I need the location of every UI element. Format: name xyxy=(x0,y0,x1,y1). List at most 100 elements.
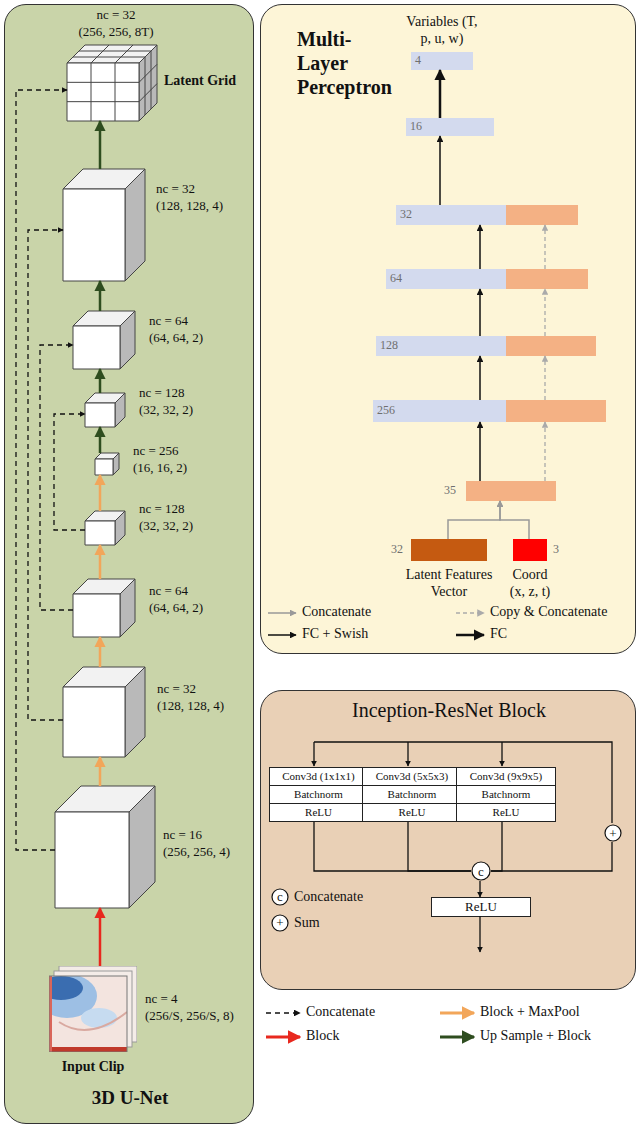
operator-circle: + xyxy=(604,824,622,842)
cube-label: Latent Grid xyxy=(164,73,236,90)
arrow-connector xyxy=(99,475,102,511)
bar-part xyxy=(386,269,506,289)
layer-name: ReLU xyxy=(465,899,497,915)
dashed-connector xyxy=(544,225,545,269)
layer-name: ReLU xyxy=(363,804,461,821)
layer-bar: 35 xyxy=(466,481,556,501)
cube-figure xyxy=(73,579,135,637)
flow-snapshots xyxy=(49,966,137,1052)
cube-figure xyxy=(95,453,119,475)
dashed-connector xyxy=(28,230,63,720)
arrow-connector xyxy=(491,822,502,871)
conv-block: Conv3d (5x5x3)BatchnormReLU xyxy=(362,767,462,822)
cube-label: (256, 256, 8T) xyxy=(57,24,175,40)
cube-figure xyxy=(55,786,155,908)
layer-bar: 32 xyxy=(396,205,578,225)
feature-cube: nc = 64(64, 64, 2) xyxy=(73,579,135,637)
legend-text: Concatenate xyxy=(302,604,371,621)
dashed-connector xyxy=(40,345,73,610)
cube-label: (256, 256, 4) xyxy=(163,844,230,860)
layer-size: 64 xyxy=(390,271,402,285)
feature-cube: nc = 256(16, 16, 2) xyxy=(95,453,119,475)
layer-size: 16 xyxy=(410,119,422,133)
legend-text: Copy & Concatenate xyxy=(490,604,607,621)
cube-figure xyxy=(63,667,145,757)
layer-size: Variables (T, p, u, w) xyxy=(406,14,478,48)
cube-label: nc = 32 xyxy=(67,7,165,23)
bus-arrow xyxy=(407,742,408,766)
layer-name: Batchnorm xyxy=(457,786,555,804)
cube-label: (16, 16, 2) xyxy=(133,460,187,476)
layer-size: 256 xyxy=(377,403,395,417)
legend-text: Up Sample + Block xyxy=(480,1028,591,1045)
arrow-connector xyxy=(491,842,612,871)
layer-size: 4 xyxy=(415,53,421,67)
input-vector: 32Latent Features Vector xyxy=(411,539,487,561)
arrow-connector xyxy=(479,225,481,269)
legend-circle xyxy=(272,889,288,905)
cube-label: nc = 64 xyxy=(149,313,188,329)
edge-layer xyxy=(16,70,612,966)
arrow-connector xyxy=(99,369,102,393)
cube-label: (64, 64, 2) xyxy=(149,330,203,346)
bar-part xyxy=(506,269,588,289)
layer-name: Batchnorm xyxy=(363,786,461,804)
bar-part xyxy=(506,400,606,422)
input-clip: nc = 4(256/S, 256/S, 8)Input Clip xyxy=(49,966,137,1052)
layer-name: Conv3d (9x9x5) xyxy=(457,768,555,786)
legend-circle xyxy=(272,915,288,931)
legend-symbol: c xyxy=(272,889,288,905)
conv-block: Conv3d (1x1x1)BatchnormReLU xyxy=(269,767,368,822)
cube-label: (128, 128, 4) xyxy=(156,198,223,214)
arrow-connector xyxy=(99,427,102,453)
legend-text: FC xyxy=(490,626,507,643)
cube-label: nc = 64 xyxy=(149,583,188,599)
layer-bar: 256 xyxy=(373,400,606,422)
layer-name: ReLU xyxy=(457,804,555,821)
feature-cube: nc = 16(256, 256, 4) xyxy=(55,786,155,908)
layer-size: 35 xyxy=(444,483,456,497)
legend-sample xyxy=(266,1036,300,1039)
arrow-connector xyxy=(479,289,481,336)
legend-sample xyxy=(268,612,296,614)
legend-symbol: + xyxy=(272,915,288,931)
operator-symbol: c xyxy=(478,865,484,878)
legend-sample xyxy=(440,1036,474,1039)
dashed-connector xyxy=(544,289,545,336)
arrow-connector xyxy=(314,822,471,871)
decoration xyxy=(266,613,612,1037)
layer-name: Conv3d (5x5x3) xyxy=(363,768,461,786)
legend-text: Sum xyxy=(294,915,320,932)
legend-text: Block + MaxPool xyxy=(480,1004,580,1021)
dashed-connector xyxy=(544,422,545,481)
bar-part xyxy=(396,205,506,225)
legend-sample xyxy=(456,634,484,637)
arrow-connector xyxy=(99,757,102,786)
bar-part xyxy=(466,481,556,501)
layer-bar: 16 xyxy=(406,118,494,136)
panel-title: Multi-Layer Perceptron xyxy=(297,27,397,99)
bus-arrow xyxy=(501,742,502,766)
conv-block: Conv3d (9x9x5)BatchnormReLU xyxy=(456,767,556,822)
cube-label: nc = 256 xyxy=(133,443,179,459)
arrow-connector xyxy=(479,422,481,481)
layer-bar: Variables (T, p, u, w)4 xyxy=(411,52,473,70)
operator-symbol: + xyxy=(609,827,616,840)
layer-name: Batchnorm xyxy=(270,786,367,804)
arrow-connector xyxy=(448,501,500,539)
cube-figure xyxy=(85,511,125,545)
layer-bar: 64 xyxy=(386,269,588,289)
panel-title: Inception-ResNet Block xyxy=(261,698,637,722)
feature-cube: nc = 128(32, 32, 2) xyxy=(85,511,125,545)
cube-figure xyxy=(63,169,145,281)
cube-label: (32, 32, 2) xyxy=(139,518,193,534)
input-label: 32 xyxy=(391,542,403,556)
legend-text: Concatenate xyxy=(306,1004,375,1021)
bar-part xyxy=(506,336,596,356)
cube-label: nc = 16 xyxy=(163,827,202,843)
cube-label: (32, 32, 2) xyxy=(139,402,193,418)
bus-arrow xyxy=(313,742,314,766)
legend-text: Concatenate xyxy=(294,889,363,906)
legend-text: Block xyxy=(306,1028,339,1045)
legend-sample xyxy=(440,1012,474,1015)
